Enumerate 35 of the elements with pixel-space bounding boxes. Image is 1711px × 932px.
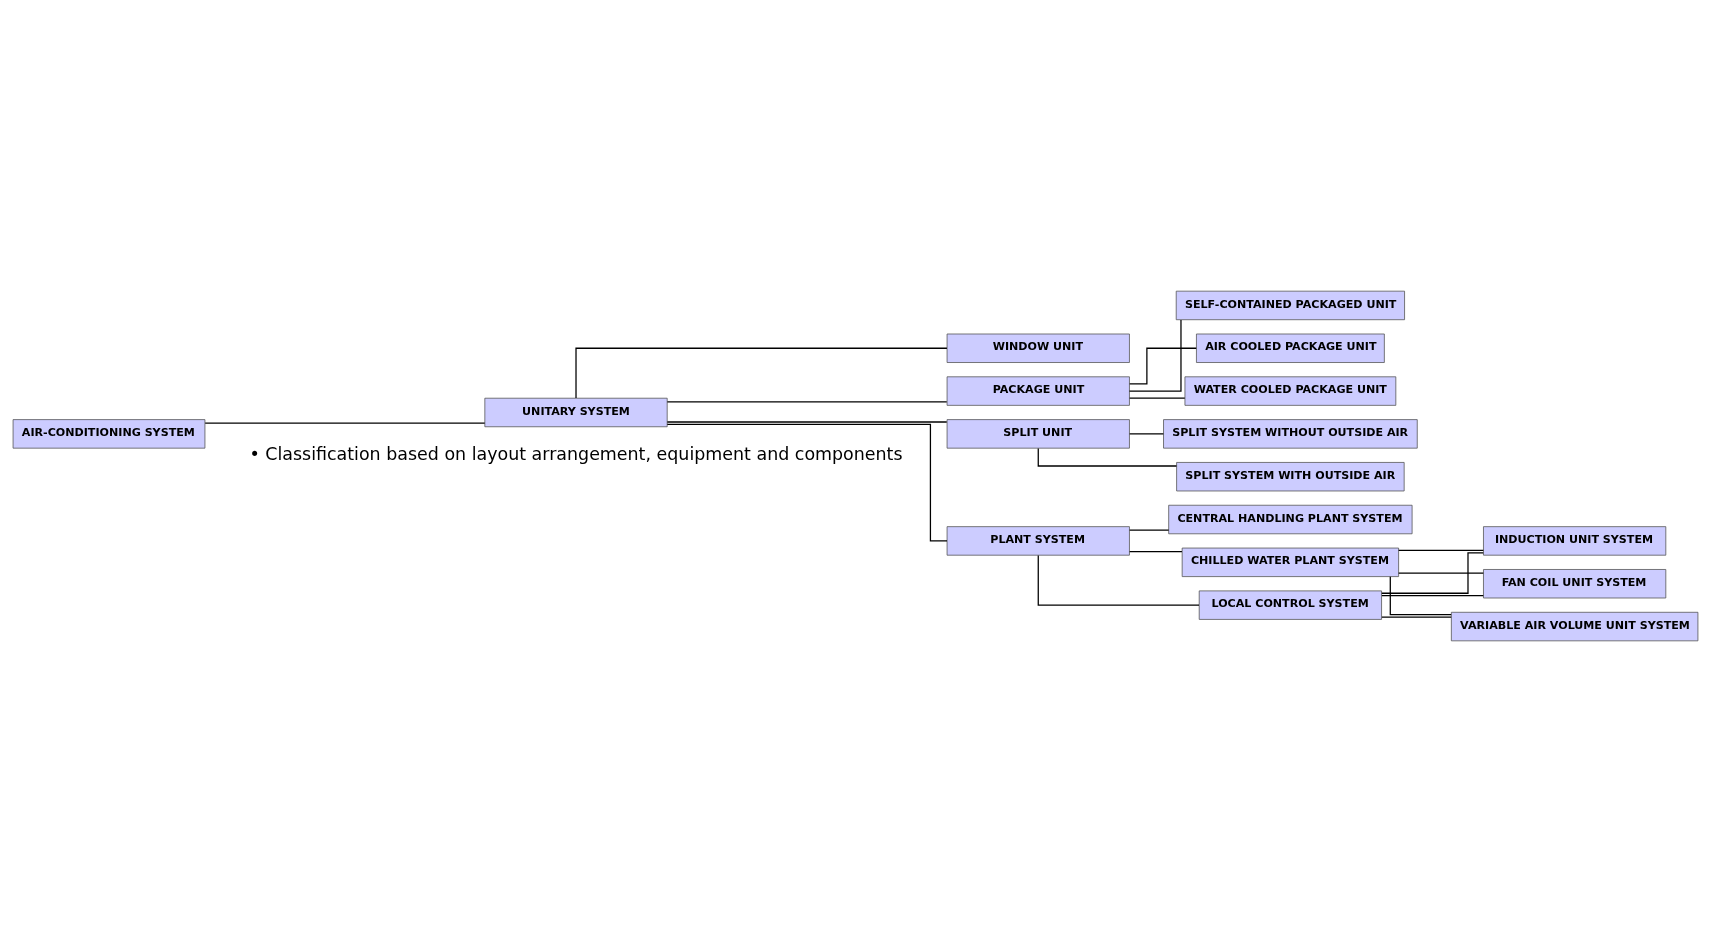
node-box: SPLIT SYSTEM WITH OUTSIDE AIR (1176, 462, 1405, 492)
connector (666, 421, 948, 423)
node-box: PACKAGE UNIT (946, 376, 1130, 406)
label: • Classification based on layout arrangement, equipment and components (249, 443, 903, 464)
connector (1129, 397, 1186, 399)
connector (204, 422, 486, 424)
connector (575, 347, 948, 399)
connector (1398, 549, 1484, 552)
node-box: VARIABLE AIR VOLUME UNIT SYSTEM (1450, 611, 1699, 642)
connector (1381, 552, 1484, 594)
node-box: SELF-CONTAINED PACKAGED UNIT (1175, 290, 1405, 321)
node-box: WATER COOLED PACKAGE UNIT (1184, 376, 1397, 406)
node-box: LOCAL CONTROL SYSTEM (1198, 590, 1382, 620)
connector (1381, 595, 1484, 597)
connector (1129, 347, 1197, 385)
node-box: CHILLED WATER PLANT SYSTEM (1181, 547, 1399, 577)
connector (1129, 551, 1183, 553)
node-box: AIR COOLED PACKAGE UNIT (1196, 333, 1385, 363)
node-box: AIR-CONDITIONING SYSTEM (12, 419, 206, 449)
connector (1037, 554, 1200, 606)
connector (1381, 616, 1452, 618)
connector (1129, 529, 1170, 531)
connector (1129, 433, 1165, 435)
node-box: WINDOW UNIT (946, 333, 1130, 363)
node-box: UNITARY SYSTEM (484, 397, 668, 428)
connector (1389, 576, 1452, 616)
node-box: SPLIT SYSTEM WITHOUT OUTSIDE AIR (1163, 419, 1418, 449)
connector (666, 401, 948, 403)
connector (1398, 572, 1484, 574)
connector (1128, 319, 1182, 392)
node-box: CENTRAL HANDLING PLANT SYSTEM (1168, 504, 1413, 535)
node-box: INDUCTION UNIT SYSTEM (1483, 526, 1667, 556)
node-box: SPLIT UNIT (946, 419, 1130, 449)
node-box: FAN COIL UNIT SYSTEM (1483, 569, 1667, 599)
node-box: PLANT SYSTEM (946, 526, 1130, 556)
